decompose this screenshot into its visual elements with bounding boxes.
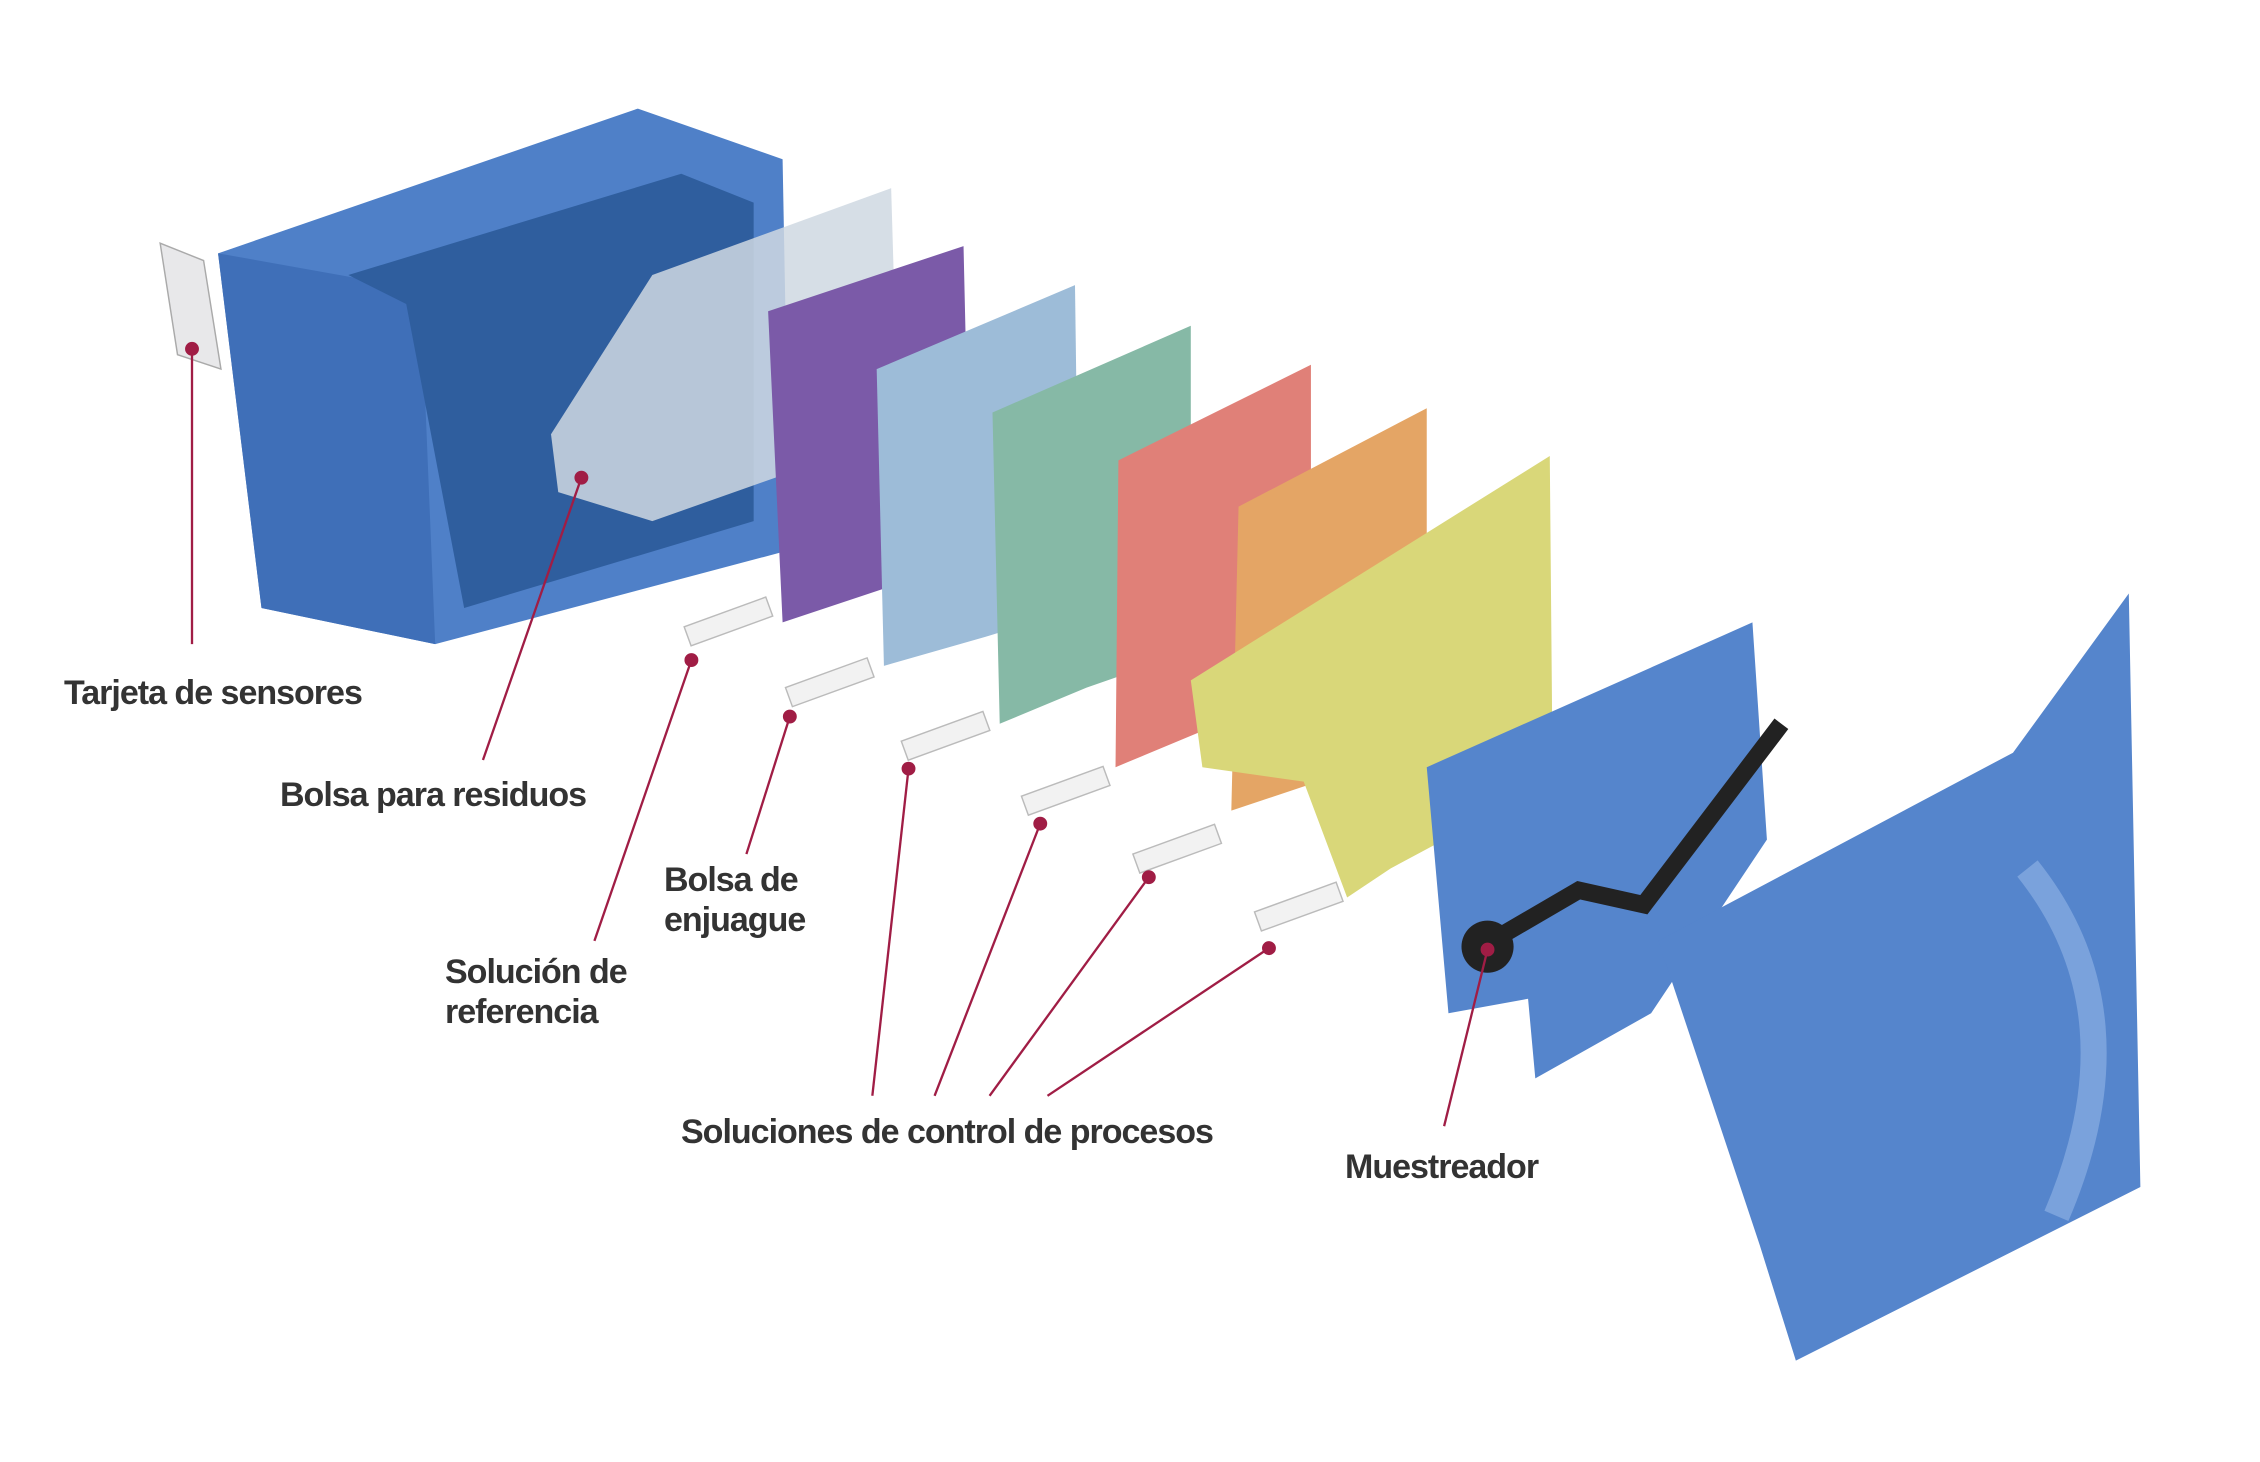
label-process-control: Soluciones de control de procesos	[681, 1113, 1214, 1151]
front-cover	[1658, 593, 2141, 1361]
label-waste-bag: Bolsa para residuos	[280, 776, 587, 814]
label-sensor-card: Tarjeta de sensores	[64, 674, 363, 712]
connectors	[683, 596, 1344, 932]
label-rinse-bag-line1: Bolsa de	[664, 861, 799, 899]
sensor-card	[159, 242, 222, 371]
leader-lines	[185, 341, 1495, 1127]
label-sampler: Muestreador	[1345, 1148, 1539, 1186]
label-reference-line1: Solución de	[445, 953, 628, 991]
label-rinse-bag-line2: enjuague	[664, 901, 806, 939]
label-rinse-bag: Bolsa de enjuague	[664, 860, 806, 940]
label-reference-line2: referencia	[445, 993, 599, 1031]
label-reference-solution: Solución de referencia	[445, 952, 628, 1032]
